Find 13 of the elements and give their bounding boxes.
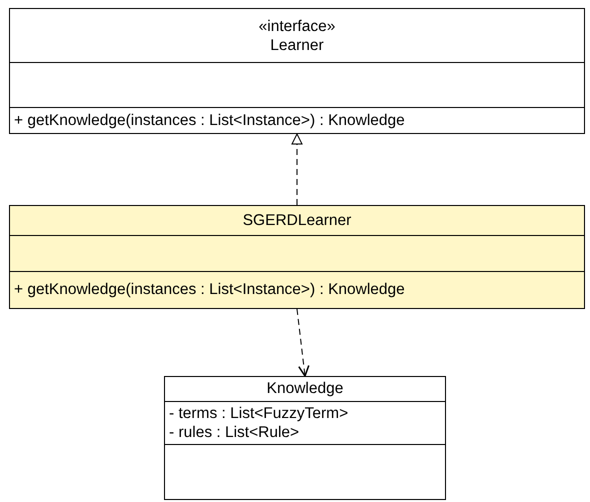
attribute-text: - rules : List<Rule> [169,422,300,442]
class-box [9,205,585,309]
dependency-arrow [296,308,310,377]
class-box [9,8,585,134]
method-signature: + getKnowledge(instances : List<Instance>) : Knowledge [14,111,405,130]
attribute-text: - terms : List<FuzzyTerm> [169,404,348,423]
class-name: SGERDLearner [242,211,352,230]
stereotype-label: «interface» [258,16,336,36]
class-box [164,376,446,500]
method-signature: + getKnowledge(instances : List<Instance>) : Knowledge [14,280,405,300]
class-name: Learner [270,36,324,55]
realization-arrow [292,134,302,206]
class-name: Knowledge [266,379,344,398]
